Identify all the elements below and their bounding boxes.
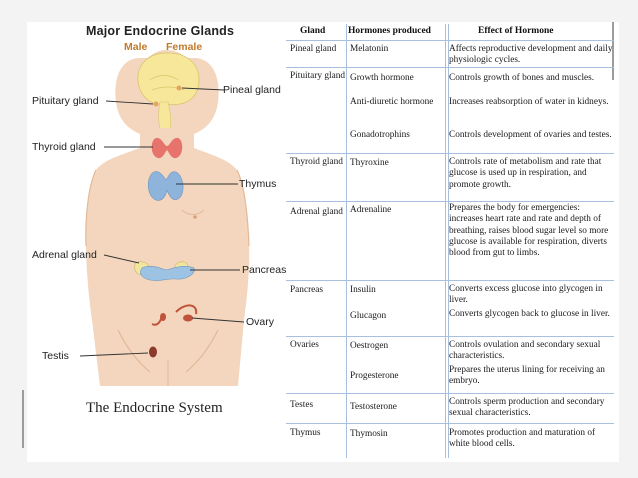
slide-corner-mark-left (22, 390, 24, 448)
table-cell-gland: Adrenal gland (290, 207, 343, 217)
table-cell-effect: Controls development of ovaries and test… (449, 130, 612, 140)
table-cell-hormone: Insulin (350, 285, 376, 295)
table-cell-hormone: Adrenaline (350, 205, 392, 215)
label-thyroid-gland: Thyroid gland (32, 141, 96, 153)
table-cell-hormone: Oestrogen (350, 341, 389, 351)
table-cell-effect: Controls ovulation and secondary sexual … (449, 340, 601, 362)
table-cell-hormone: Anti-diuretic hormone (350, 97, 434, 107)
grid-vertical-2 (445, 24, 446, 458)
table-cell-gland: Pancreas (290, 285, 324, 295)
table-cell-gland: Pineal gland (290, 44, 337, 54)
grid-row-divider (286, 393, 614, 394)
table-cell-gland: Testes (290, 400, 314, 410)
label-thymus: Thymus (239, 178, 277, 190)
figure-caption: The Endocrine System (86, 400, 223, 416)
table-cell-effect: Affects reproductive development and dai… (449, 44, 613, 66)
table-cell-gland: Ovaries (290, 340, 319, 350)
table-cell-effect: Controls sperm production and secondary … (449, 397, 605, 419)
table-cell-effect: Prepares the uterus lining for receiving… (449, 365, 605, 387)
leader-pineal (181, 87, 225, 91)
male-label: Male (124, 41, 148, 53)
label-adrenal-gland: Adrenal gland (32, 249, 97, 261)
table-cell-effect: Promotes production and maturation of wh… (449, 428, 596, 450)
table-cell-effect: Controls growth of bones and muscles. (449, 73, 595, 83)
table-cell-effect: Prepares the body for emergencies: incre… (449, 203, 609, 259)
table-cell-gland: Thymus (290, 428, 321, 438)
body-outline (85, 169, 250, 247)
table-cell-effect: Controls rate of metabolism and rate tha… (449, 157, 602, 190)
table-cell-hormone: Gonadotrophins (350, 130, 410, 140)
table-header: Gland Hormones produced Effect of Hormon… (286, 24, 614, 40)
table-cell-effect: Increases reabsorption of water in kidne… (449, 97, 609, 107)
testis (149, 346, 157, 358)
table-cell-hormone: Growth hormone (350, 73, 414, 83)
leader-adrenal (103, 254, 140, 264)
grid-vertical-1 (346, 24, 347, 458)
label-pineal-gland: Pineal gland (223, 84, 281, 96)
header-effect: Effect of Hormone (478, 26, 554, 36)
table-cell-effect: Converts excess glucose into glycogen in… (449, 284, 603, 306)
figure-title: Major Endocrine Glands (86, 24, 235, 38)
table-cell-gland: Pituitary gland (290, 71, 346, 81)
pancreas (140, 266, 195, 281)
body-silhouette (85, 58, 250, 386)
header-hormones: Hormones produced (348, 26, 431, 36)
grid-vertical-3 (448, 24, 449, 458)
grid-row-divider (286, 336, 614, 337)
table-cell-hormone: Melatonin (350, 44, 389, 54)
hormone-table: Gland Hormones produced Effect of Hormon… (286, 24, 614, 462)
table-cell-gland: Thyroid gland (290, 157, 343, 167)
header-gland: Gland (300, 26, 326, 36)
table-cell-hormone: Thymosin (350, 429, 388, 439)
slide-corner-mark-right (612, 22, 614, 80)
grid-row-divider (286, 280, 614, 281)
thyroid (151, 137, 183, 159)
grid-row-divider (286, 423, 614, 424)
grid-row-divider (286, 153, 614, 154)
brain (137, 52, 200, 106)
table-cell-hormone: Progesterone (350, 371, 399, 381)
thymus (147, 171, 184, 201)
label-pituitary-gland: Pituitary gland (32, 95, 99, 107)
label-ovary: Ovary (246, 316, 275, 328)
table-cell-effect: Converts glycogen back to glucose in liv… (449, 309, 610, 319)
table-cell-hormone: Glucagon (350, 311, 387, 321)
female-label: Female (166, 41, 203, 53)
brain-stem (158, 101, 172, 131)
table-cell-hormone: Thyroxine (350, 158, 389, 168)
grid-header-divider (286, 40, 614, 41)
grid-row-divider (286, 201, 614, 202)
leader-ovary (191, 317, 245, 323)
ovary (175, 304, 198, 315)
label-pancreas: Pancreas (242, 264, 287, 276)
table-cell-hormone: Testosterone (350, 402, 397, 412)
pineal-gland-mark (176, 85, 182, 91)
leader-testis (79, 352, 149, 357)
endocrine-body-illustration (79, 50, 250, 386)
leader-pituitary (105, 100, 154, 105)
pituitary-gland-mark (153, 101, 159, 107)
label-testis: Testis (42, 350, 69, 362)
grid-row-divider (286, 67, 614, 68)
